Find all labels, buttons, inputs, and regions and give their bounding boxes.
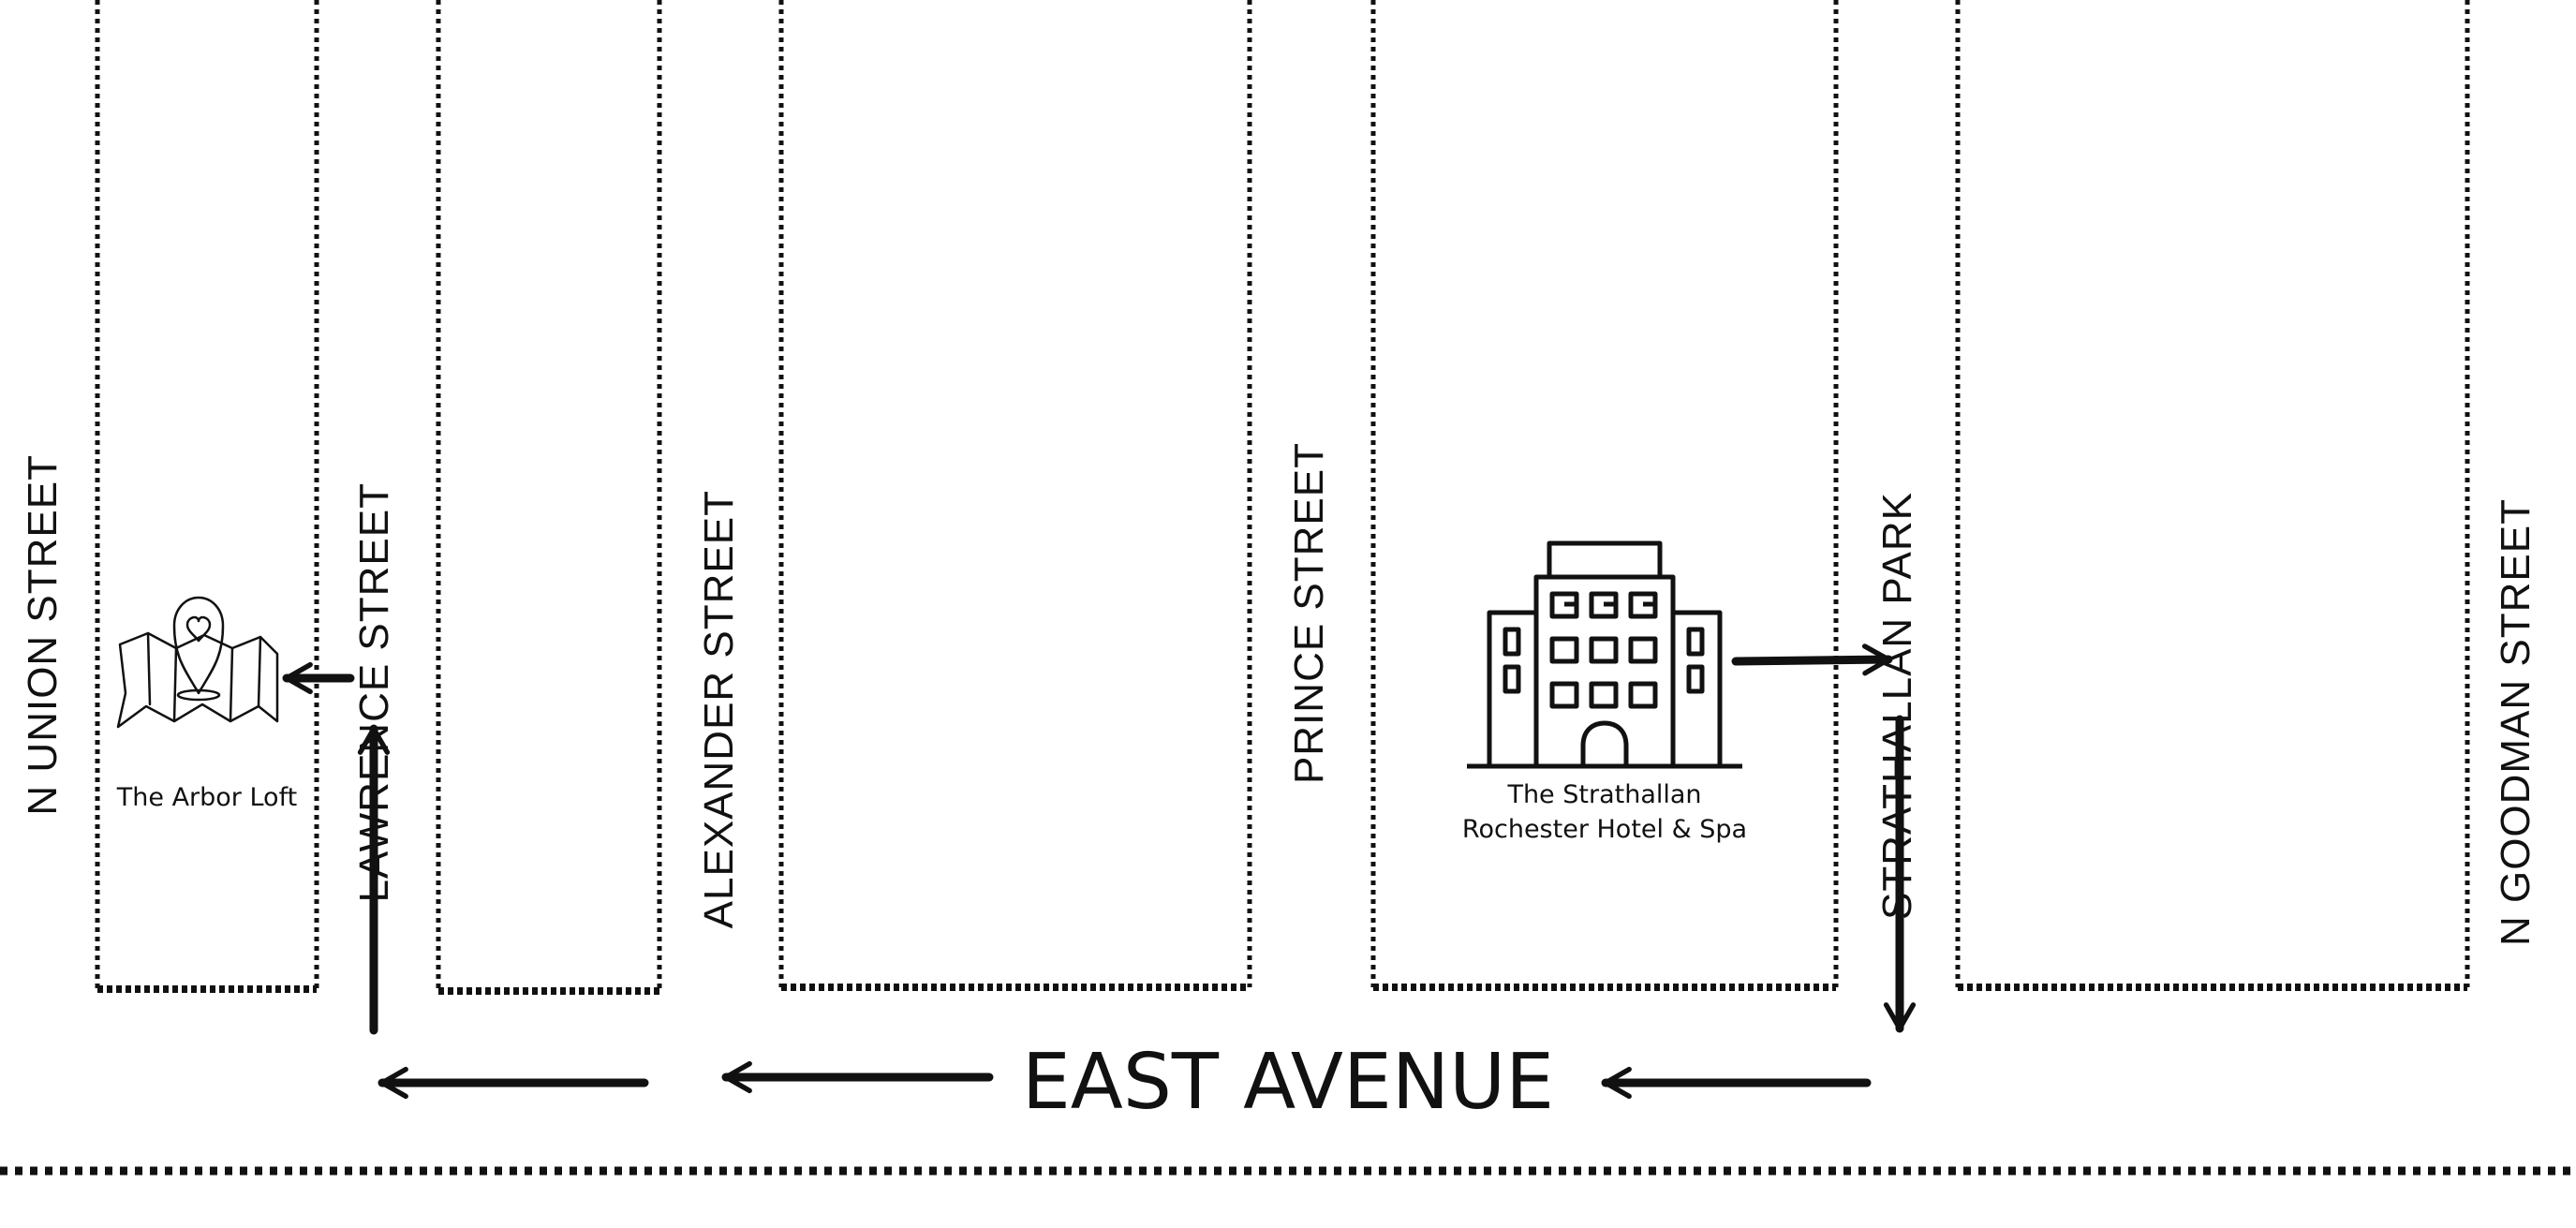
route-arrows: [282, 644, 1917, 1100]
block-prince-strathallan: [1370, 0, 1839, 991]
route-arrow-hotel-to-strathallan: [1731, 644, 1893, 676]
hotel-label-line-1: The Strathallan: [1506, 780, 1701, 809]
map-pin-heart-icon: [116, 596, 279, 729]
block-lawrence-alexander: [436, 0, 662, 995]
block-strathallan-goodman: [1955, 0, 2470, 991]
block-union-lawrence: [95, 0, 319, 993]
street-labels: N UNION STREET LAWRENCE STREET ALEXANDER…: [20, 442, 2539, 946]
street-label-n-union: N UNION STREET: [20, 454, 66, 816]
street-label-east-avenue: EAST AVENUE: [1022, 1038, 1554, 1127]
arbor-loft-label: The Arbor Loft: [116, 783, 297, 812]
city-blocks: [0, 0, 2576, 1176]
street-label-prince: PRINCE STREET: [1286, 442, 1332, 784]
block-alexander-prince: [778, 0, 1252, 991]
street-label-n-goodman: N GOODMAN STREET: [2493, 498, 2539, 946]
hotel-label-line-2: Rochester Hotel & Spa: [1462, 815, 1747, 844]
street-label-alexander: ALEXANDER STREET: [696, 490, 742, 928]
hotel-building-icon: [1467, 540, 1742, 769]
